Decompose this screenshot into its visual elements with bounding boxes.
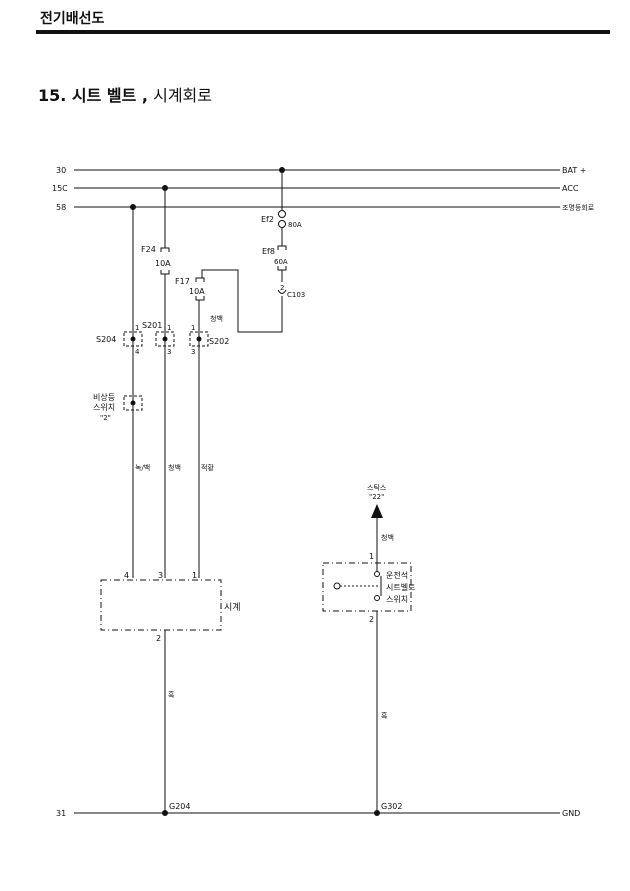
hazard-switch-line1: 비상등 [93,392,115,402]
s202-pin-top: 1 [191,324,195,332]
s204-pin-top: 1 [135,324,139,332]
seatbelt-switch-box [322,562,412,612]
clock-pin4: 4 [124,571,129,580]
f24-fuse-top [160,247,170,252]
bus-31-num: 31 [56,809,66,818]
ef2-fuse-bottom [278,220,286,228]
bus-30-label: BAT + [562,166,586,175]
ground-g204: G204 [169,802,190,811]
s201-pin-top: 1 [167,324,171,332]
wire-label-w1: 녹/백 [135,463,150,472]
stics-arrow-icon [371,504,383,518]
section-header: 전기배선도 [40,11,105,27]
seatbelt-line2: 시트벨트 [386,582,415,592]
s201-splice [155,331,175,347]
hazard-switch-dot [130,400,136,406]
s204-name: S204 [96,335,116,344]
ground-g302: G302 [381,802,402,811]
s201-dot [162,336,168,342]
clock-pin3: 3 [158,571,163,580]
f17-rating: 10A [189,287,205,296]
bus-31-label: GND [562,809,580,818]
page-title: 15. 시트 벨트 , 시계회로 [38,82,212,106]
c103-connector [277,289,287,294]
s204-pin-bottom: 4 [135,348,140,356]
s202-dot [196,336,202,342]
ef2-name: Ef2 [261,215,274,224]
s202-pin-bottom: 3 [191,348,195,356]
seatbelt-line3: 스위치 [386,595,408,604]
seatbelt-actuator [333,582,341,590]
bus-15c-num: 15C [52,184,68,193]
f24-rating: 10A [155,259,171,268]
hazard-switch-line3: "2" [100,414,111,422]
wire-label-w6: 청백 [381,533,394,542]
wire-label-w7: 흑 [381,711,388,720]
seatbelt-contact-top [374,571,380,577]
c103-pin: 2 [280,284,284,292]
ef2-rating: 80A [288,221,302,229]
header-rule [36,30,610,34]
bus-15c-label: ACC [562,184,579,193]
bus-58-num: 58 [56,203,66,212]
f17-name: F17 [175,277,190,286]
seatbelt-pin1: 1 [369,552,374,561]
wire-label-w3: 적황 [201,463,214,472]
s202-splice [189,331,209,347]
wire-label-w5: 흑 [168,690,175,699]
ef2-fuse-top [278,210,286,218]
f24-fuse-bottom [160,270,170,275]
clock-label: 시계 [224,601,241,613]
stics-line1: 스틱스 [367,483,387,492]
seatbelt-contact-bottom [374,595,380,601]
s204-splice [123,331,143,347]
s202-name: S202 [209,337,229,346]
clock-pin2: 2 [156,634,161,643]
s201-pin-bottom: 3 [167,348,171,356]
f17-fuse-top [195,277,205,282]
bus-lines [74,169,560,814]
hazard-switch-box [123,395,143,411]
c103-name: C103 [287,291,305,299]
title-main: 15. 시트 벨트 , [38,86,149,105]
s201-name: S201 [142,321,162,330]
bus-58-label: 조명등회로 [562,203,595,212]
stics-line2: "22" [369,493,384,501]
seatbelt-line1: 운전석 [386,570,408,580]
wire-label-w2: 청백 [168,463,181,472]
seatbelt-pin2: 2 [369,615,374,624]
c103-to-f17-wire [201,269,283,333]
f17-fuse-bottom [195,296,205,301]
s204-dot [130,336,136,342]
clock-module [100,579,222,631]
title-rest: 시계회로 [148,86,212,105]
ef8-fuse-bottom [277,266,287,271]
ef8-rating: 60A [274,258,288,266]
wire-label-w4: 청백 [210,314,223,323]
ef8-fuse-top [277,245,287,250]
hazard-switch-line2: 스위치 [93,403,115,412]
ef8-name: Ef8 [262,247,275,256]
clock-pin1: 1 [192,571,197,580]
bus-30-num: 30 [56,166,66,175]
f24-name: F24 [141,245,156,254]
